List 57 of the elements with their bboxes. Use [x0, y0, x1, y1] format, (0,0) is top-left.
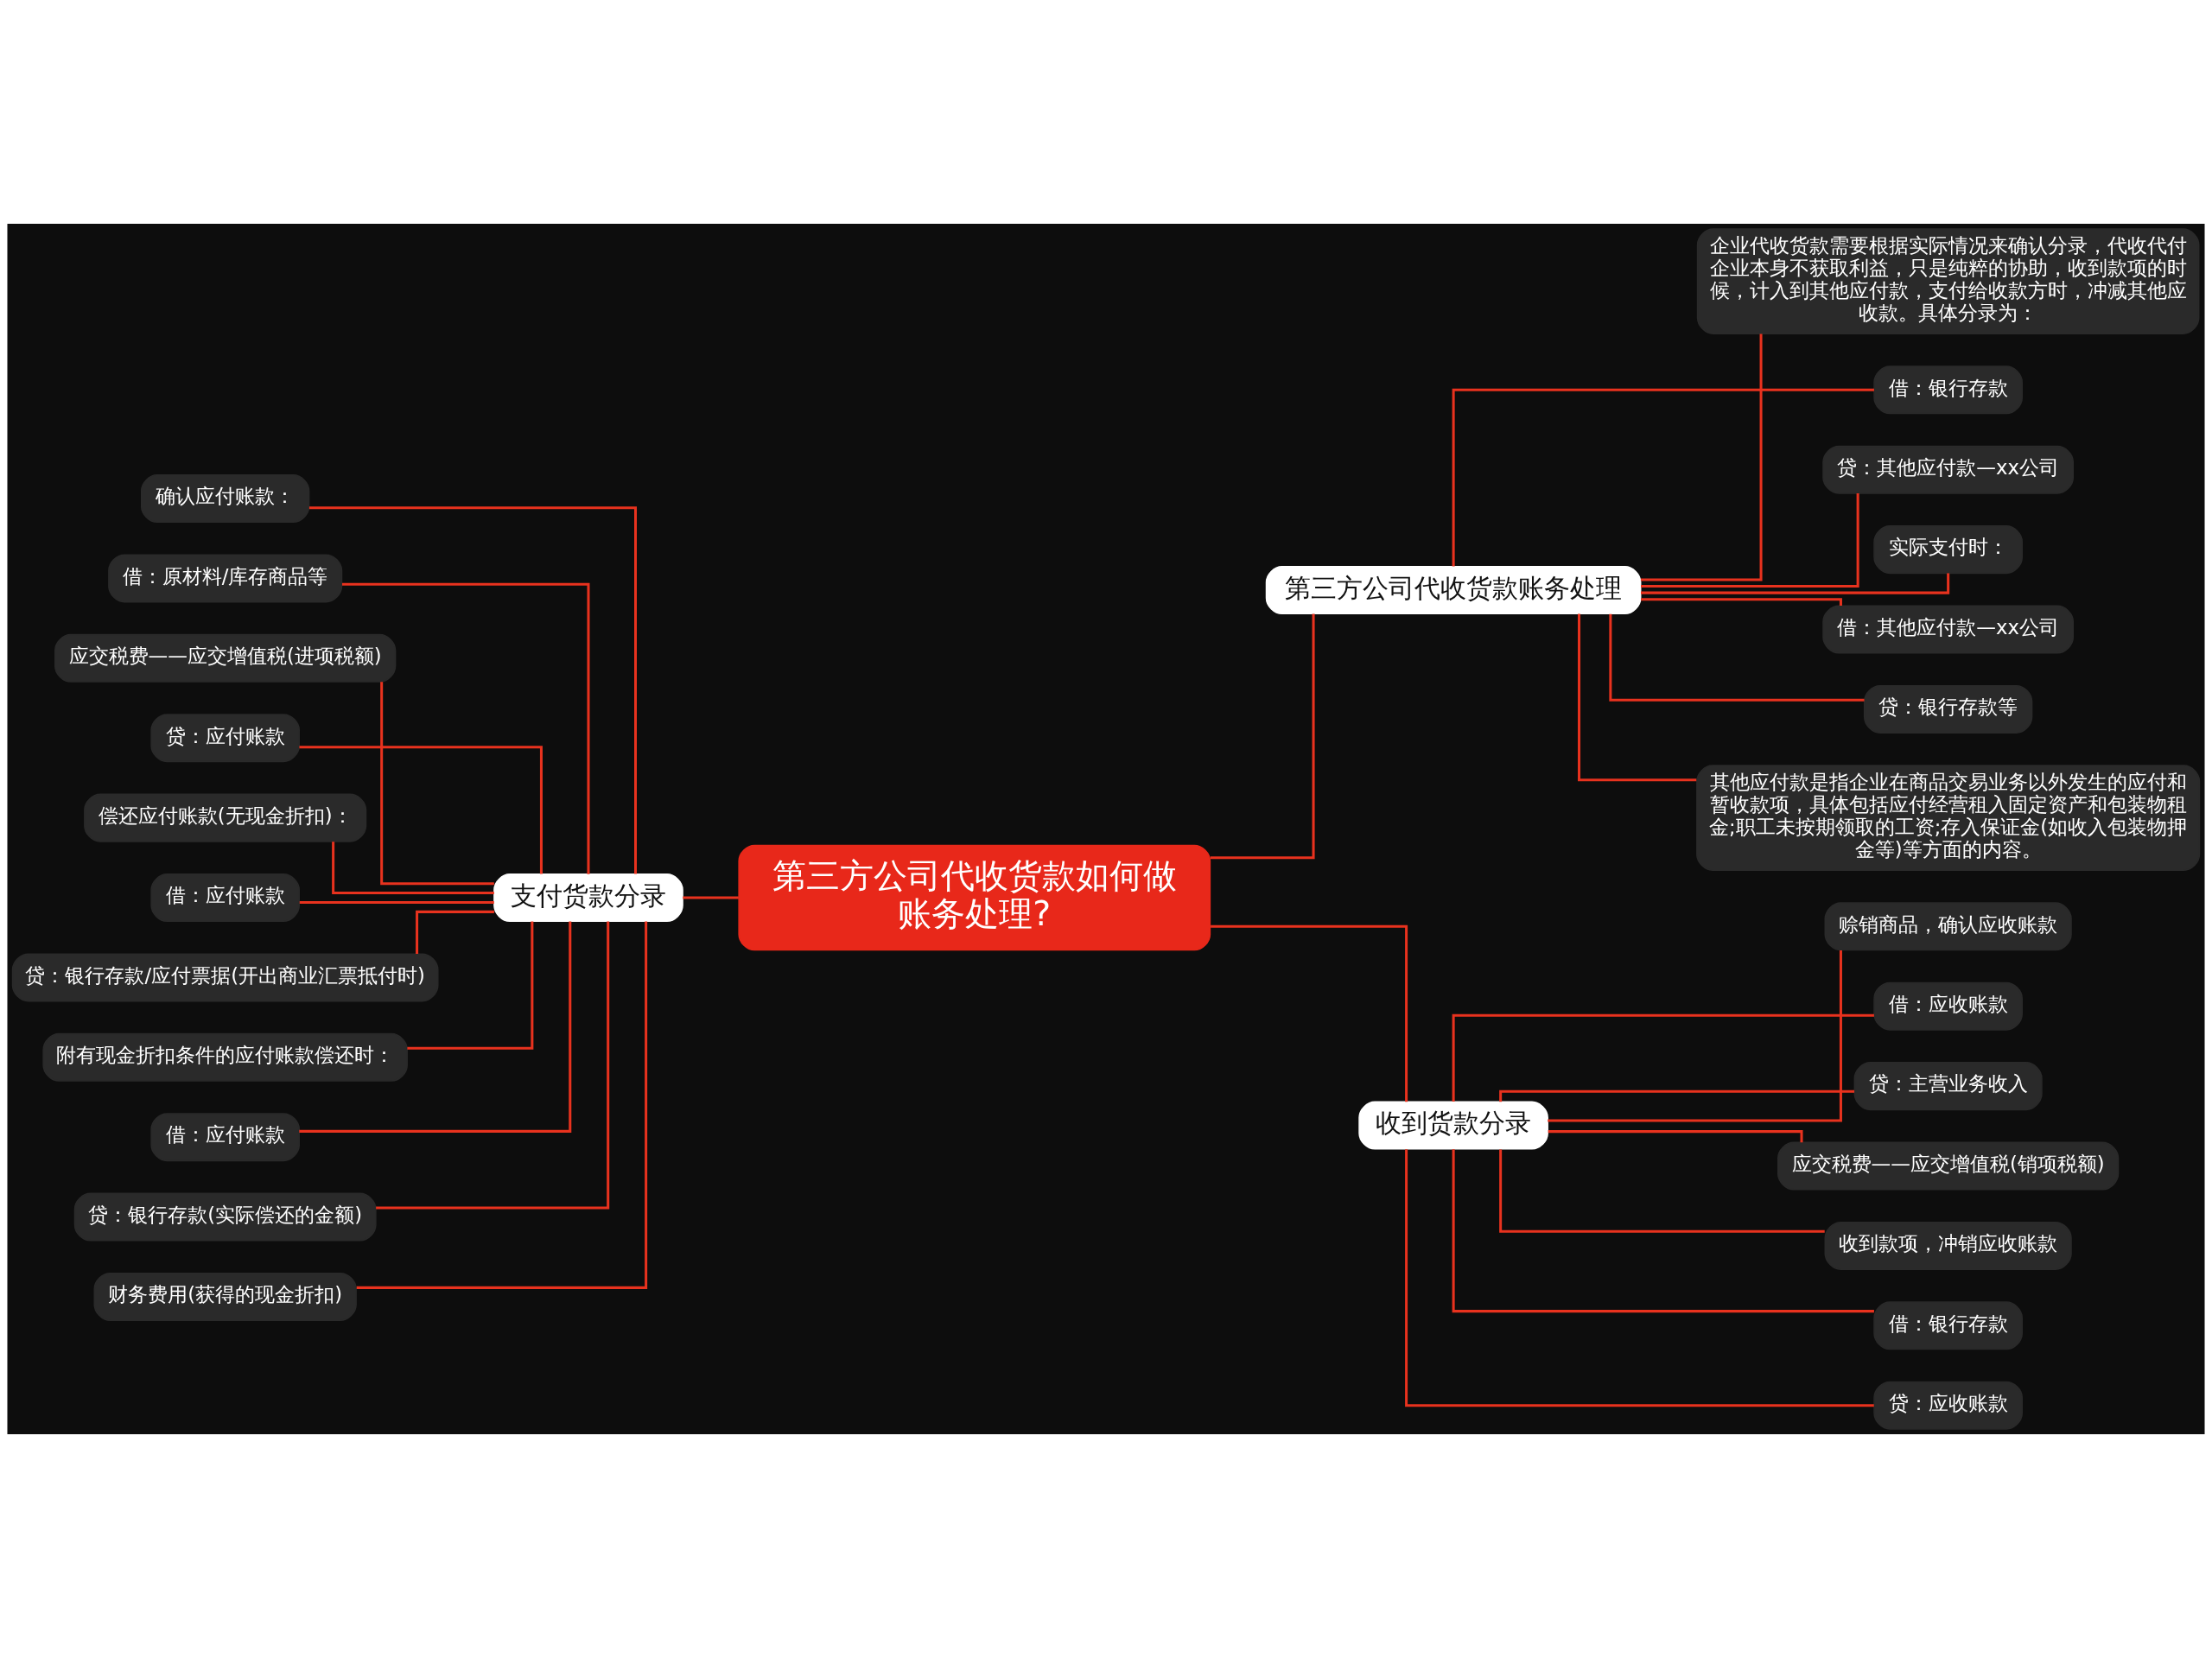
connector — [1640, 334, 1763, 581]
node-box: 借：银行存款 — [1873, 1301, 2023, 1350]
connector — [407, 921, 534, 1050]
connector — [1548, 1130, 1803, 1143]
connector — [1548, 950, 1842, 1122]
node-box: 支付货款分录 — [493, 873, 683, 923]
node-box: 借：应付账款 — [150, 1113, 300, 1162]
node-box: 确认应付账款： — [141, 474, 310, 524]
connector — [1405, 1149, 1874, 1407]
connector — [1452, 1013, 1874, 1102]
node-box: 贷：应收账款 — [1873, 1381, 2023, 1430]
node-box: 第三方公司代收货款如何做账务处理? — [738, 844, 1211, 951]
node-box: 赊销商品，确认应收账款 — [1824, 902, 2072, 951]
connector — [299, 921, 572, 1133]
node-box: 实际支付时： — [1873, 525, 2023, 575]
connector — [1452, 1149, 1874, 1313]
connector — [332, 842, 494, 895]
connector — [1641, 598, 1842, 607]
connector — [356, 921, 648, 1289]
connector — [1641, 493, 1859, 588]
node-box: 贷：银行存款/应付票据(开出商业汇票抵付时) — [11, 953, 439, 1002]
node-box: 借：银行存款 — [1873, 365, 2023, 415]
node-box: 附有现金折扣条件的应付账款偿还时： — [42, 1032, 408, 1082]
connector — [1452, 388, 1874, 567]
connector — [299, 900, 494, 904]
node-box: 收到款项，冲销应收账款 — [1824, 1221, 2072, 1270]
connector — [1578, 613, 1697, 782]
node-box: 应交税费——应交增值税(销项税额) — [1777, 1141, 2120, 1191]
connector — [1499, 1089, 1855, 1102]
connector — [376, 921, 610, 1210]
connector — [299, 746, 543, 874]
node-box: 借：原材料/库存商品等 — [108, 554, 343, 603]
node-box: 贷：银行存款(实际偿还的金额) — [73, 1192, 377, 1242]
node-box: 贷：主营业务收入 — [1853, 1062, 2043, 1111]
connector — [416, 910, 494, 954]
connector — [342, 582, 590, 874]
connector — [1210, 613, 1315, 860]
node-box: 应交税费——应交增值税(进项税额) — [54, 633, 397, 683]
connector — [1499, 1149, 1825, 1233]
node-box: 其他应付款是指企业在商品交易业务以外发生的应付和暂收款项，具体包括应付经营租入固定资产和包装物租金;职工未按期领取的工资;存入保证金(如收入包装物押金等)等方面的内容。 — [1696, 765, 2201, 871]
node-box: 第三方公司代收货款账务处理 — [1265, 566, 1642, 615]
node-box: 贷：其他应付款—xx公司 — [1822, 445, 2075, 494]
connector — [1641, 573, 1950, 594]
node-box: 收到货款分录 — [1358, 1101, 1548, 1150]
node-box: 企业代收货款需要根据实际情况来确认分录，代收代付企业本身不获取利益，只是纯粹的协助，收到款项的时候，计入到其他应付款，支付给收款方时，冲减其他应收款。具体分录为： — [1696, 228, 2200, 334]
connector — [1211, 924, 1408, 1102]
node-box: 借：应付账款 — [150, 873, 300, 923]
connector — [380, 682, 494, 886]
node-box: 贷：应付账款 — [150, 714, 300, 763]
node-box: 财务费用(获得的现金折扣) — [93, 1272, 357, 1321]
connector — [1609, 613, 1865, 702]
node-box: 偿还应付账款(无现金折扣)： — [84, 793, 367, 842]
node-box: 借：应收账款 — [1873, 981, 2023, 1031]
node-box: 贷：银行存款等 — [1863, 684, 2033, 734]
node-box: 借：其他应付款—xx公司 — [1822, 605, 2075, 654]
connector — [683, 896, 739, 899]
connector — [308, 506, 637, 874]
